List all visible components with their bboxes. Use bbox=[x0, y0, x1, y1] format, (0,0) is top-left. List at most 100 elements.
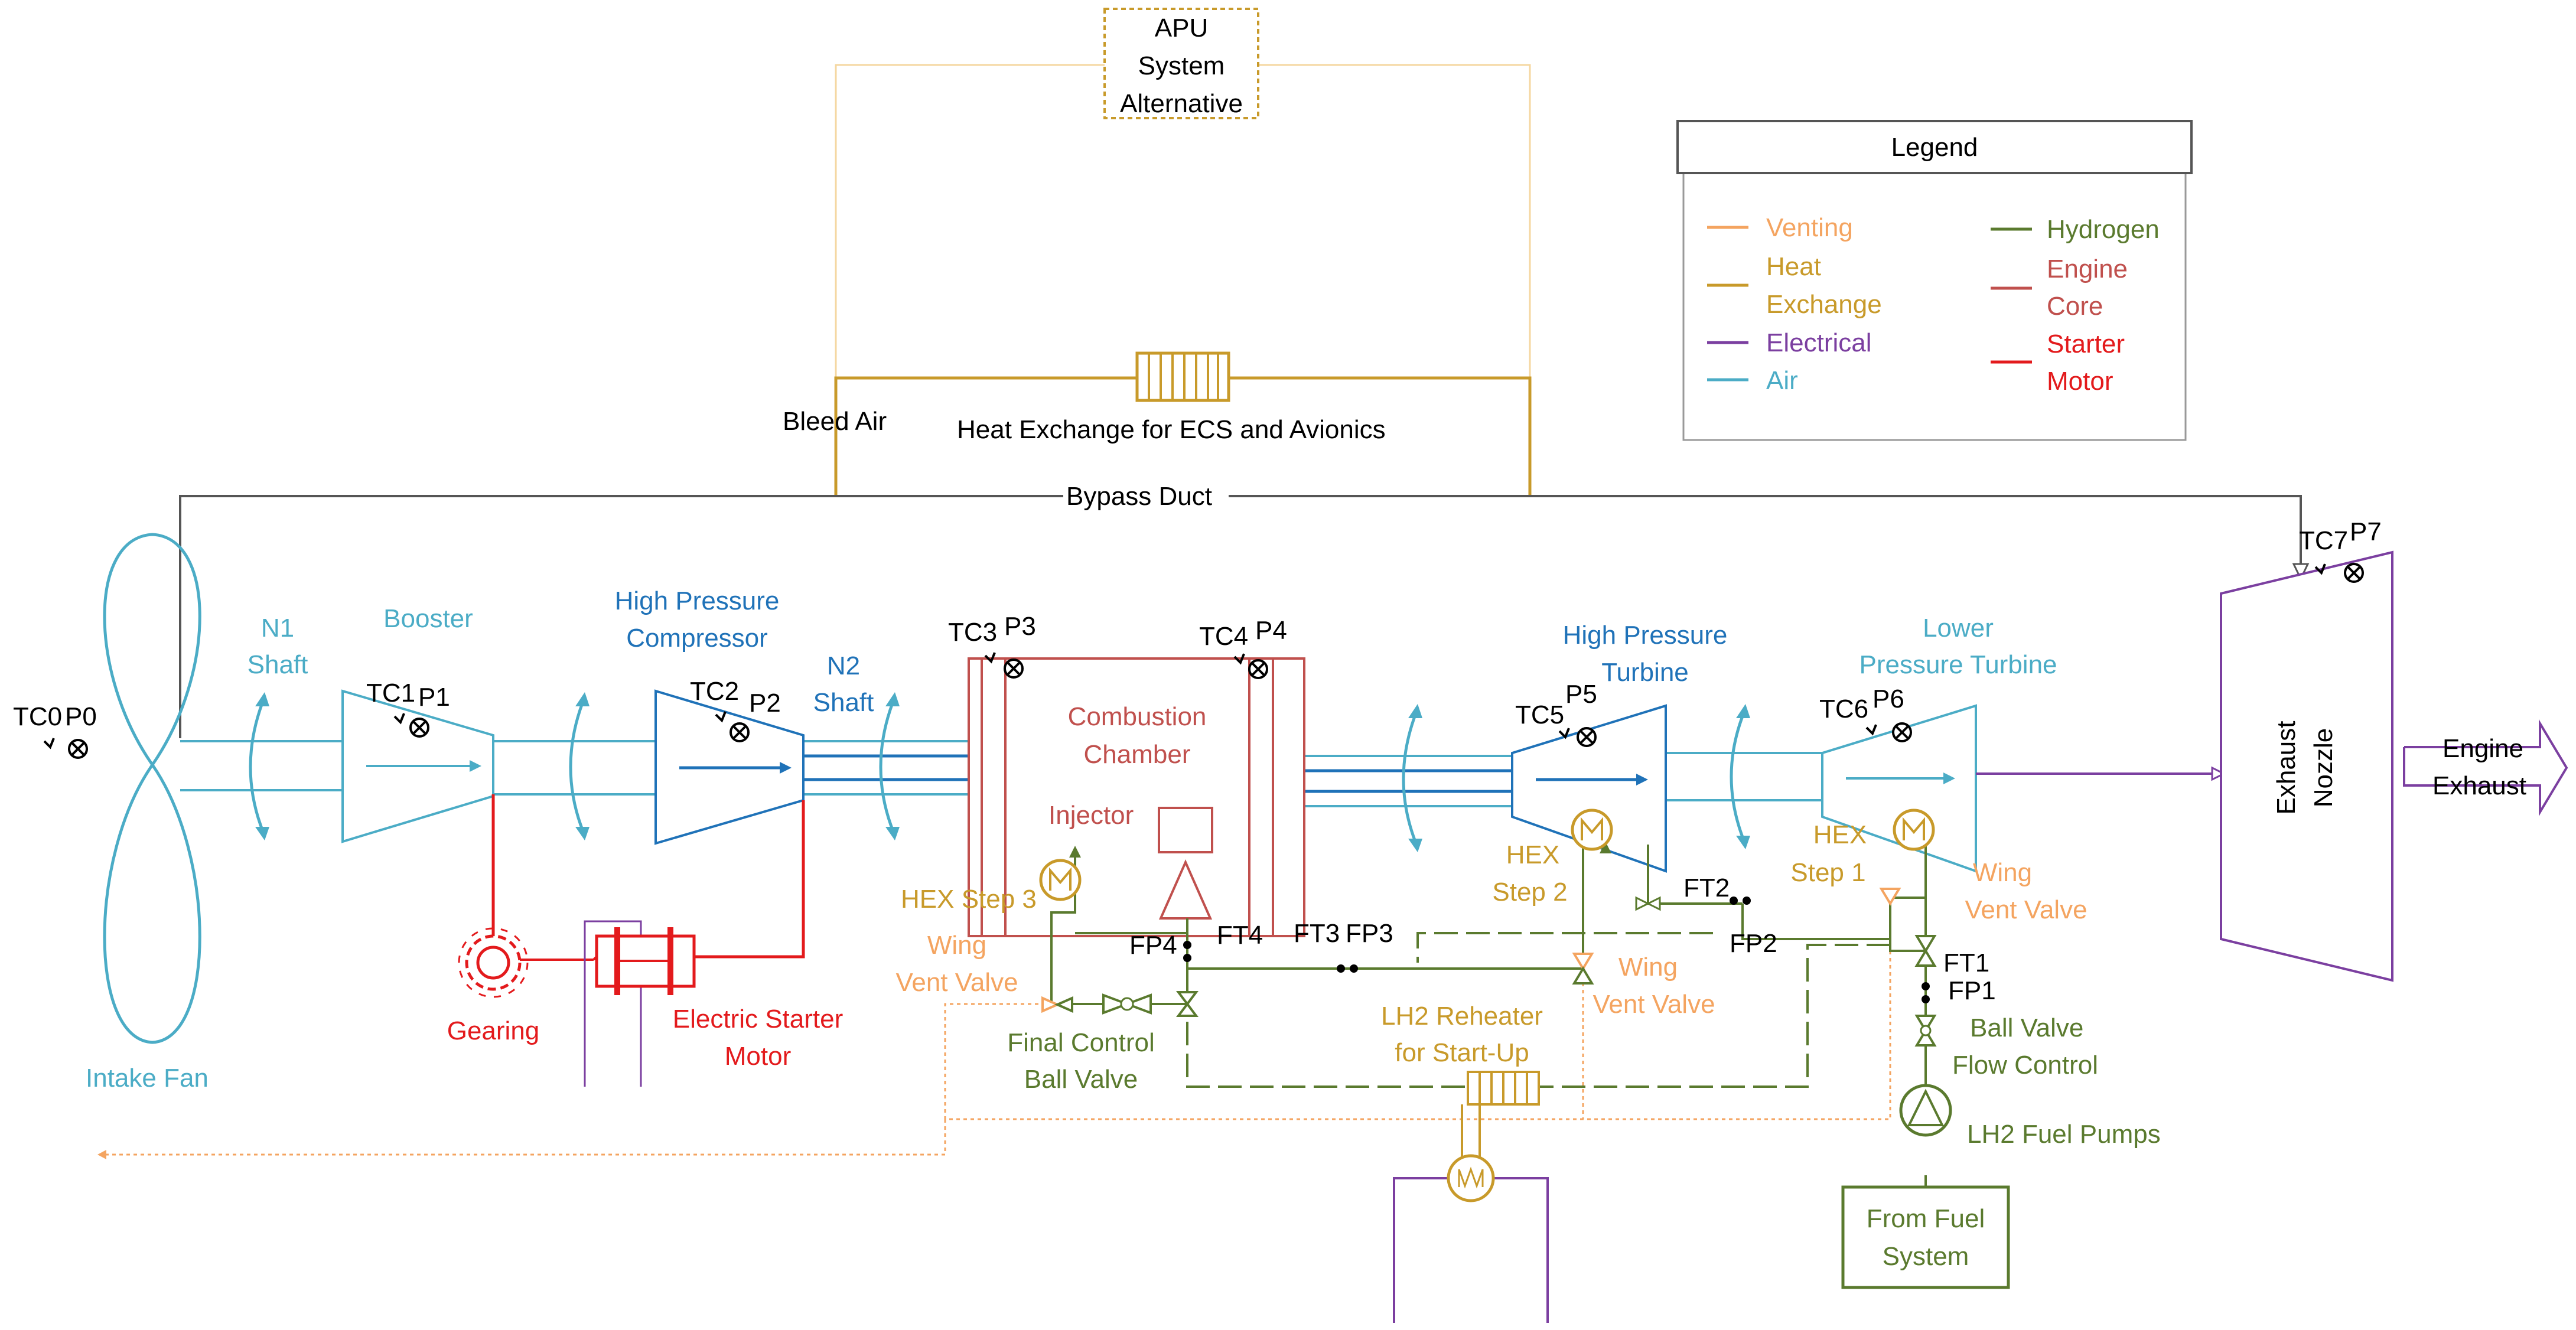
fp1-label: FP1 bbox=[1948, 976, 1996, 1005]
legend-title: Legend bbox=[1891, 133, 1978, 162]
ball-valve-flow-control-icon bbox=[1914, 1015, 1937, 1047]
hpc-label-1: High Pressure bbox=[615, 586, 780, 615]
legend-core-1: Engine bbox=[2047, 255, 2128, 283]
starter-motor-label-2: Motor bbox=[725, 1042, 791, 1071]
legend-air: Air bbox=[1766, 366, 1798, 395]
hex2-return-arrow bbox=[1600, 842, 1611, 853]
air-ducts bbox=[180, 740, 1822, 807]
legend-hydrogen: Hydrogen bbox=[2047, 215, 2160, 244]
hex2-vent-valve-icon bbox=[1635, 896, 1661, 911]
venting-lines bbox=[100, 904, 1891, 1156]
ft3-label: FT3 bbox=[1294, 919, 1340, 948]
bypass-duct-label: Bypass Duct bbox=[1066, 482, 1212, 511]
ft1-valve-icon bbox=[1914, 935, 1937, 967]
p6-gauge-icon bbox=[1892, 722, 1912, 742]
p2-label: P2 bbox=[749, 689, 781, 718]
apu-loop: APU System Alternative Bleed Air Heat Ex… bbox=[783, 8, 1532, 496]
hex3-label: HEX Step 3 bbox=[901, 885, 1037, 914]
n1-shaft-label-1: N1 bbox=[261, 614, 294, 643]
tc5-probe-icon bbox=[1558, 728, 1570, 739]
intake-fan-label: Intake Fan bbox=[86, 1064, 209, 1093]
booster: Booster bbox=[341, 604, 494, 843]
tc6-probe-icon bbox=[1865, 724, 1877, 736]
legend-electrical: Electrical bbox=[1766, 328, 1872, 357]
hpt-label-1: High Pressure bbox=[1563, 621, 1728, 650]
hex-step-3-icon bbox=[1039, 859, 1082, 901]
intake-fan: Intake Fan bbox=[86, 533, 209, 1093]
hex-step-2-icon bbox=[1571, 809, 1613, 851]
engine-exhaust-label-2: Exhaust bbox=[2432, 771, 2526, 800]
flow-valve-ft4-icon bbox=[1176, 991, 1199, 1017]
n1-shaft-label-2: Shaft bbox=[247, 650, 308, 679]
gear-icon bbox=[458, 927, 529, 998]
apu-label-3: Alternative bbox=[1120, 89, 1243, 118]
fuel-system-label-2: System bbox=[1883, 1242, 1969, 1271]
p5-gauge-icon bbox=[1577, 727, 1597, 747]
reheater-feed-lines bbox=[1186, 932, 1890, 1088]
legend-heat-2: Exchange bbox=[1766, 290, 1882, 319]
fp3-label: FP3 bbox=[1346, 919, 1393, 948]
legend-venting: Venting bbox=[1766, 213, 1853, 242]
injector-label: Injector bbox=[1048, 801, 1134, 830]
p6-label: P6 bbox=[1872, 684, 1904, 713]
wing-vent-mid-label-2: Vent Valve bbox=[1593, 990, 1715, 1019]
legend-heat-1: Heat bbox=[1766, 252, 1821, 281]
booster-label: Booster bbox=[383, 604, 473, 633]
tc5-label: TC5 bbox=[1515, 700, 1564, 729]
tc3-label: TC3 bbox=[948, 618, 997, 647]
wing-vent-left-label-1: Wing bbox=[927, 931, 986, 960]
tc4-probe-icon bbox=[1233, 653, 1245, 665]
p3-label: P3 bbox=[1004, 612, 1036, 641]
fp4-label: FP4 bbox=[1129, 931, 1177, 960]
tc0-label: TC0 bbox=[13, 702, 62, 731]
apu-label-1: APU bbox=[1155, 14, 1208, 43]
wing-vent-right-label-2: Vent Valve bbox=[1965, 895, 2087, 924]
hex1-label-2: Step 1 bbox=[1790, 858, 1865, 887]
p0-gauge-icon bbox=[68, 739, 88, 759]
ball-valve-label-2: Flow Control bbox=[1952, 1051, 2098, 1080]
p4-gauge-icon bbox=[1248, 659, 1268, 679]
hpt-label-2: Turbine bbox=[1601, 658, 1689, 687]
p7-gauge-icon bbox=[2344, 563, 2364, 583]
starter-motor-label-1: Electric Starter bbox=[673, 1005, 844, 1034]
apu-box bbox=[1103, 8, 1259, 119]
wing-vent-valve-left-icon bbox=[1041, 996, 1073, 1013]
legend: Legend Venting Heat Exchange Electrical … bbox=[1676, 120, 2193, 441]
p2-gauge-icon bbox=[730, 722, 750, 742]
wing-vent-left-label-2: Vent Valve bbox=[895, 968, 1018, 997]
fuel-system-box bbox=[1841, 1185, 2010, 1289]
legend-core-2: Core bbox=[2047, 292, 2103, 321]
starter-system: Gearing Electric Starter Motor bbox=[447, 794, 844, 1087]
wing-vent-valve-mid-icon bbox=[1572, 953, 1594, 985]
lpt-label-2: Pressure Turbine bbox=[1859, 650, 2057, 679]
high-pressure-compressor: High Pressure Compressor bbox=[615, 586, 805, 845]
p0-label: P0 bbox=[65, 702, 97, 731]
legend-title-box bbox=[1676, 120, 2193, 174]
final-control-label-1: Final Control bbox=[1007, 1028, 1154, 1057]
lower-pressure-turbine: Lower Pressure Turbine bbox=[1821, 614, 2057, 873]
exhaust-nozzle: Exhaust Nozzle Engine Exhaust bbox=[1976, 550, 2568, 982]
heat-exchanger-icon bbox=[1135, 351, 1230, 402]
tc4-label: TC4 bbox=[1199, 622, 1248, 651]
apu-label-2: System bbox=[1138, 51, 1225, 80]
tc6-label: TC6 bbox=[1819, 695, 1868, 723]
tc2-probe-icon bbox=[715, 711, 727, 723]
legend-starter-2: Motor bbox=[2047, 367, 2113, 396]
hex3-return-arrow bbox=[1069, 846, 1081, 858]
gearing-label: Gearing bbox=[447, 1016, 540, 1045]
exhaust-label-2: Nozzle bbox=[2309, 728, 2338, 808]
fp2-label: FP2 bbox=[1730, 929, 1777, 958]
wing-vent-valve-right-icon bbox=[1879, 888, 1901, 906]
tc7-probe-icon bbox=[2314, 563, 2326, 575]
bleed-air-label: Bleed Air bbox=[783, 407, 887, 436]
engine-exhaust-arrow bbox=[2403, 719, 2568, 817]
p5-label: P5 bbox=[1565, 680, 1597, 709]
legend-starter-1: Starter bbox=[2047, 330, 2125, 358]
ft2-label: FT2 bbox=[1683, 873, 1730, 902]
tc1-probe-icon bbox=[393, 713, 405, 725]
combustion-chamber: Combustion Chamber Injector bbox=[968, 657, 1305, 937]
p7-label: P7 bbox=[2350, 517, 2382, 546]
hex2-label-2: Step 2 bbox=[1492, 878, 1567, 907]
n2-shaft-label-1: N2 bbox=[827, 651, 860, 680]
